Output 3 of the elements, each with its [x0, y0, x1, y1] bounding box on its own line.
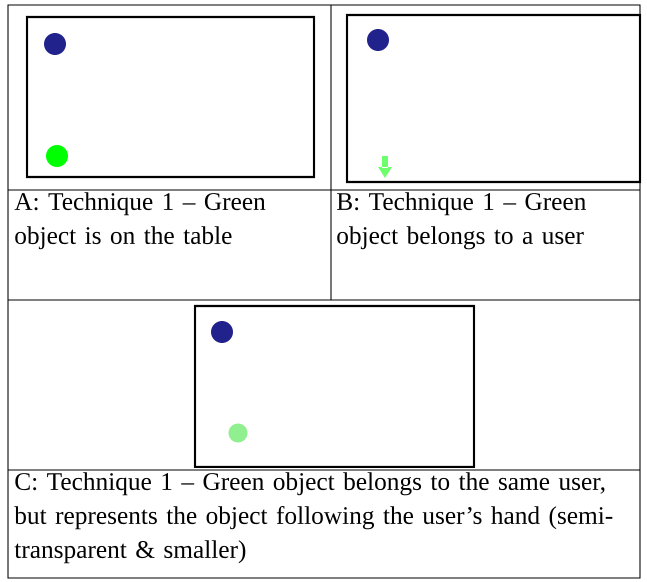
caption: B: Technique 1 – Green object belongs to a user [337, 192, 586, 250]
caption: A: Technique 1 – Green object is on the table [14, 192, 266, 250]
caption: C: Technique 1 – Green object belongs to the same user, but represents the object following the user’s hand (semi-transparent & smaller) [14, 472, 612, 564]
